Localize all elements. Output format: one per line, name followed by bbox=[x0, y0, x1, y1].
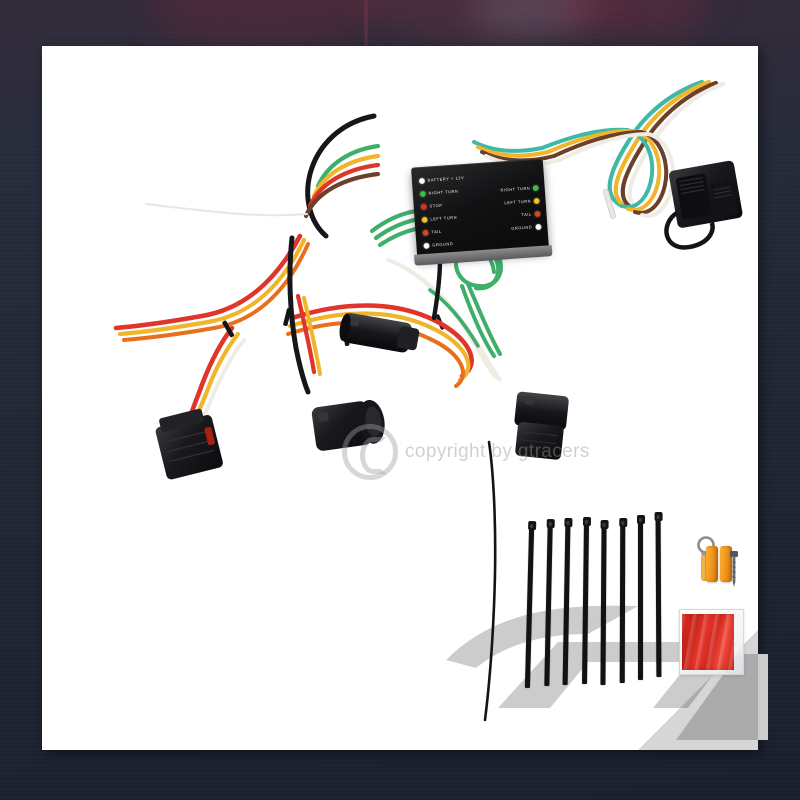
terminal-row-ground-out: GROUND bbox=[511, 220, 542, 235]
pair-zip-tie bbox=[435, 314, 445, 330]
converter-module[interactable]: BATTERY + 12V RIGHT TURN STOP LEFT TURN bbox=[410, 158, 553, 266]
led-indicator bbox=[420, 203, 427, 210]
terminal-label: RIGHT TURN bbox=[428, 188, 459, 196]
terminal-label: LEFT TURN bbox=[504, 198, 532, 206]
led-indicator bbox=[534, 210, 541, 217]
red-reflective-tape bbox=[682, 614, 734, 670]
copyright-watermark-text: copyright by gtracers bbox=[405, 441, 590, 462]
long-zip-tie-strap bbox=[483, 440, 497, 722]
copyright-icon bbox=[342, 424, 398, 480]
background-blur-shape bbox=[560, 0, 710, 40]
zip-tie-head bbox=[600, 519, 609, 530]
zip-tie-head bbox=[546, 518, 555, 529]
zip-tie[interactable] bbox=[544, 518, 555, 687]
terminal-label: GROUND bbox=[511, 224, 533, 231]
background-blur-shape bbox=[150, 0, 380, 50]
zip-tie[interactable] bbox=[524, 520, 536, 689]
zip-tie-head bbox=[654, 511, 663, 522]
reflective-tape-bag[interactable] bbox=[679, 609, 744, 675]
led-indicator bbox=[532, 184, 539, 191]
zip-tie[interactable] bbox=[654, 511, 663, 678]
terminal-label: RIGHT TURN bbox=[499, 185, 531, 193]
butt-connector[interactable] bbox=[706, 546, 718, 582]
terminal-label: TAIL bbox=[521, 211, 532, 218]
trailer-connector-body bbox=[664, 160, 743, 250]
background-blur-shape bbox=[470, 0, 590, 37]
pigtail-zip-tie bbox=[603, 188, 616, 219]
white-green-pair bbox=[386, 258, 502, 382]
zip-tie[interactable] bbox=[562, 517, 573, 686]
led-indicator bbox=[419, 190, 427, 197]
vehicle-connector-left bbox=[155, 408, 223, 480]
zip-tie-head bbox=[527, 520, 536, 531]
led-indicator bbox=[418, 177, 426, 184]
led-indicator bbox=[422, 229, 429, 236]
zip-tie-head bbox=[618, 517, 627, 528]
zip-tie-head bbox=[563, 517, 573, 528]
zip-tie[interactable] bbox=[636, 515, 645, 680]
led-indicator bbox=[423, 242, 430, 249]
module-right-terminal-list: RIGHT TURN LEFT TURN TAIL GROUND bbox=[478, 181, 542, 237]
module-input-wires bbox=[303, 113, 381, 239]
zip-tie[interactable] bbox=[600, 519, 609, 686]
led-indicator bbox=[421, 216, 428, 223]
zip-tie-head bbox=[582, 516, 591, 527]
background-streak bbox=[365, 0, 367, 46]
butt-connector[interactable] bbox=[720, 546, 732, 582]
terminal-label: STOP bbox=[429, 202, 443, 209]
zip-tie[interactable] bbox=[582, 516, 591, 685]
zip-tie-head bbox=[636, 515, 645, 524]
led-indicator bbox=[533, 197, 540, 204]
terminal-label: GROUND bbox=[432, 240, 454, 248]
terminal-label: BATTERY + 12V bbox=[427, 174, 465, 183]
led-indicator bbox=[535, 223, 542, 230]
copyright-watermark: copyright by gtracers bbox=[342, 424, 590, 480]
tape-sheen bbox=[682, 614, 734, 670]
vehicle-connector-right bbox=[514, 391, 569, 460]
terminal-label: LEFT TURN bbox=[430, 214, 458, 222]
vehicle-connector-middle bbox=[311, 399, 385, 451]
self-tapping-screw[interactable] bbox=[730, 551, 738, 587]
harness-zip-tie bbox=[222, 308, 350, 347]
inline-connector-body bbox=[339, 312, 420, 353]
zip-tie[interactable] bbox=[618, 517, 627, 684]
thin-white-wire bbox=[145, 203, 308, 217]
product-white-panel: BATTERY + 12V RIGHT TURN STOP LEFT TURN bbox=[42, 46, 768, 750]
terminal-label: TAIL bbox=[431, 228, 442, 235]
trailer-pigtail-wires bbox=[540, 79, 726, 218]
background-blur-shape bbox=[360, 0, 620, 43]
